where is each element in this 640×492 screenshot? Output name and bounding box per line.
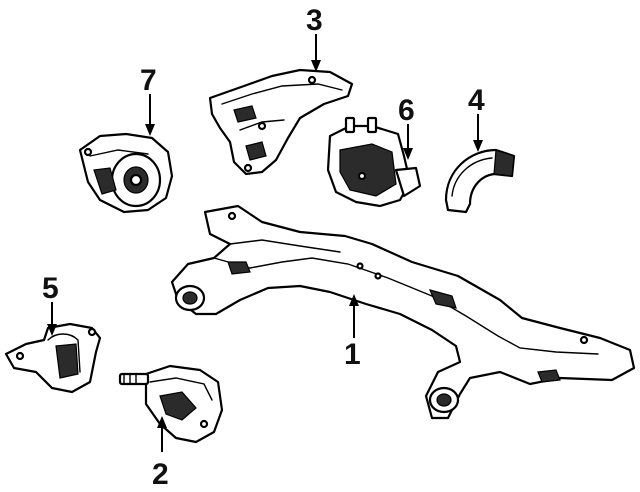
arrowhead-5 [47, 324, 57, 336]
callout-labels: 1 2 3 4 5 6 7 [42, 4, 485, 491]
arrowhead-2 [157, 416, 167, 428]
callout-2: 2 [152, 458, 169, 491]
part-transmission-mount-7 [78, 132, 174, 214]
callout-4: 4 [468, 84, 485, 117]
arrowhead-4 [473, 140, 483, 152]
leader-lines [47, 34, 483, 452]
arrowhead-3 [311, 60, 321, 72]
part-mount-5 [4, 322, 102, 394]
part-crossmember [170, 204, 636, 420]
callout-7: 7 [140, 64, 157, 97]
callout-1: 1 [344, 338, 361, 371]
callout-5: 5 [42, 272, 59, 305]
callout-3: 3 [306, 4, 323, 37]
part-insulator-4 [444, 148, 516, 214]
arrowhead-7 [145, 124, 155, 136]
part-engine-bracket-3 [208, 68, 354, 176]
arrowhead-6 [403, 148, 413, 160]
callout-6: 6 [398, 94, 415, 127]
arrowhead-1 [349, 294, 359, 306]
part-mount-bracket-2 [118, 364, 224, 444]
part-engine-mount-6 [326, 116, 422, 208]
